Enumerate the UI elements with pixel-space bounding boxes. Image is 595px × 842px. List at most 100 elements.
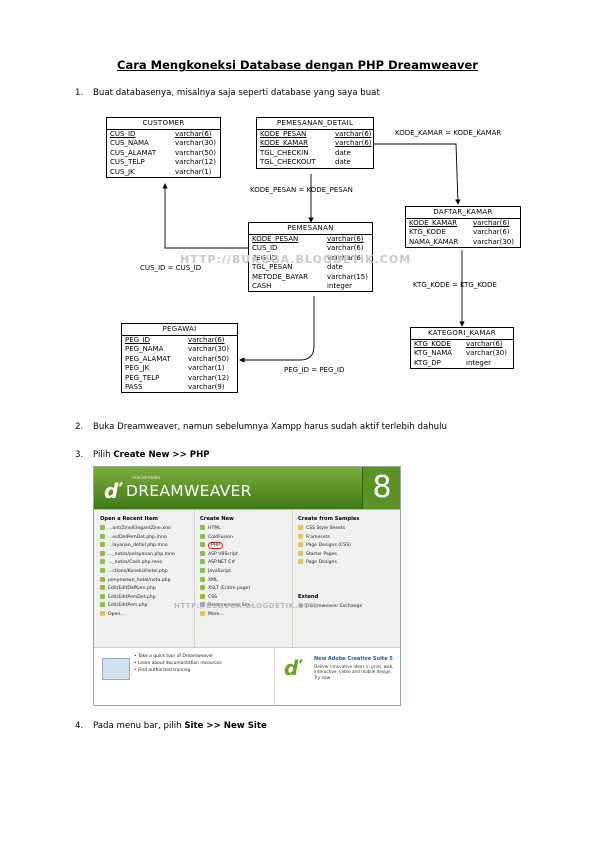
folder-icon — [298, 525, 303, 530]
dreamweaver-start-screen: ď macromedia DREAMWEAVER 8 Open a Recent… — [93, 466, 401, 706]
table-header: KATEGORI_KAMAR — [411, 328, 513, 340]
recent-item[interactable]: Edit/EditPem.php — [94, 602, 194, 611]
file-icon — [200, 559, 205, 565]
samples-heading: Create from Samples — [298, 516, 360, 522]
step-3: 3.Pilih Create New >> PHP — [75, 450, 210, 460]
step-text: Buka Dreamweaver, namun sebelumnya Xampp… — [93, 422, 447, 432]
recent-item[interactable]: ...layanan_detail.php.mno — [94, 542, 194, 551]
file-icon — [100, 593, 105, 599]
exchange-icon — [298, 602, 303, 608]
table-header: CUSTOMER — [107, 118, 220, 130]
cs5-logo-icon: ď — [284, 656, 299, 680]
create-xml[interactable]: XML — [194, 576, 292, 586]
relation-label-cus-id: CUS_ID = CUS_ID — [140, 264, 202, 272]
recent-item[interactable]: Edit/EditDafKam.php — [94, 585, 194, 594]
create-asp-vbscript[interactable]: ASP VBScript — [194, 550, 292, 560]
sample-item[interactable]: Starter Pages — [292, 550, 400, 560]
recent-item[interactable]: Edit/EditPemDet.php — [94, 593, 194, 603]
sample-item[interactable]: Framesets — [292, 533, 400, 543]
create-aspnet[interactable]: ASP.NET C# — [194, 559, 292, 568]
file-icon — [100, 602, 105, 608]
file-icon — [200, 585, 205, 591]
step-text: Buat databasenya, misalnya saja seperti … — [93, 88, 380, 98]
create-css[interactable]: CSS — [194, 593, 292, 603]
folder-icon — [298, 542, 303, 548]
file-icon — [100, 542, 105, 548]
table-header: PEGAWAI — [122, 324, 237, 336]
extend-heading: Extend — [298, 593, 319, 600]
recent-item[interactable]: penyewaan_hotel/nota.php — [94, 576, 194, 586]
create-javascript[interactable]: JavaScript — [194, 567, 292, 577]
recent-items-column: Open a Recent Item ...ant/Zine/ElegantZi… — [94, 510, 195, 647]
sample-item[interactable]: CSS Style Sheets — [292, 525, 400, 534]
create-more[interactable]: More... — [194, 610, 292, 620]
help-link-tour[interactable]: • Take a quick tour of Dreamweaver — [134, 654, 214, 659]
footer-divider — [274, 648, 275, 705]
recent-item[interactable]: ..._notes/Cash.php.mno — [94, 559, 194, 568]
help-link-training[interactable]: • Find authorized training — [134, 668, 191, 673]
exchange-link[interactable]: Dreamweaver Exchange — [292, 602, 400, 612]
promo-block[interactable]: New Adobe Creative Suite 5 Deliver innov… — [314, 656, 396, 680]
step-emphasis: Create New >> PHP — [113, 450, 210, 460]
step-number: 4. — [75, 721, 84, 731]
watermark: HTTP://BUKUGA.BLOGDETIK.COM — [180, 253, 412, 266]
file-icon — [100, 550, 105, 556]
step-2: 2.Buka Dreamweaver, namun sebelumnya Xam… — [75, 422, 447, 432]
file-icon — [200, 576, 205, 582]
file-icon — [200, 542, 205, 548]
create-php[interactable]: PHP — [194, 542, 292, 551]
recent-item[interactable]: ...es/DelPemDet.php.mno — [94, 533, 194, 543]
folder-icon — [298, 533, 303, 539]
help-link-docs[interactable]: • Learn about documentation resources — [134, 661, 222, 666]
file-icon — [100, 559, 105, 565]
screenshot-watermark: HTTP://BUKUGA.BLOGDETIK.COM — [174, 602, 318, 610]
file-icon — [200, 525, 205, 530]
step-number: 1. — [75, 88, 84, 98]
folder-icon — [200, 610, 205, 616]
tour-icon — [102, 658, 130, 680]
file-icon — [200, 533, 205, 539]
sample-item[interactable]: Page Designs — [292, 559, 400, 568]
file-icon — [200, 593, 205, 599]
promo-text: Deliver innovative ideas in print, web, … — [314, 664, 394, 680]
relation-lines — [162, 143, 465, 363]
open-link[interactable]: Open... — [94, 610, 194, 620]
folder-icon — [100, 610, 105, 616]
file-icon — [100, 567, 105, 573]
step-text: Pada menu bar, pilih — [93, 721, 185, 731]
dreamweaver-footer: • Take a quick tour of Dreamweaver • Lea… — [94, 647, 400, 705]
recent-heading: Open a Recent Item — [100, 516, 158, 522]
table-header: PEMESANAN — [249, 223, 372, 235]
folder-icon — [298, 550, 303, 556]
file-icon — [100, 585, 105, 591]
create-coldfusion[interactable]: ColdFusion — [194, 533, 292, 543]
relation-label-peg-id: PEG_ID = PEG_ID — [284, 366, 345, 374]
file-icon — [200, 567, 205, 573]
create-html[interactable]: HTML — [194, 525, 292, 534]
recent-item[interactable]: ..._notes/pelayanan.php.mno — [94, 550, 194, 560]
sample-item[interactable]: Page Designs (CSS) — [292, 542, 400, 551]
step-text: Pilih — [93, 450, 114, 460]
create-new-heading: Create New — [200, 516, 234, 522]
recent-item[interactable]: ...ant/Zine/ElegantZine.xml — [94, 525, 194, 534]
create-site[interactable]: Dreamweaver Site... — [194, 602, 292, 611]
create-xslt[interactable]: XSLT (Entire page) — [194, 585, 292, 594]
recent-item[interactable]: ...ctions/KoneksiHotel.php — [94, 567, 194, 577]
relation-label-kode-kamar: KODE_KAMAR = KODE_KAMAR — [395, 129, 502, 137]
